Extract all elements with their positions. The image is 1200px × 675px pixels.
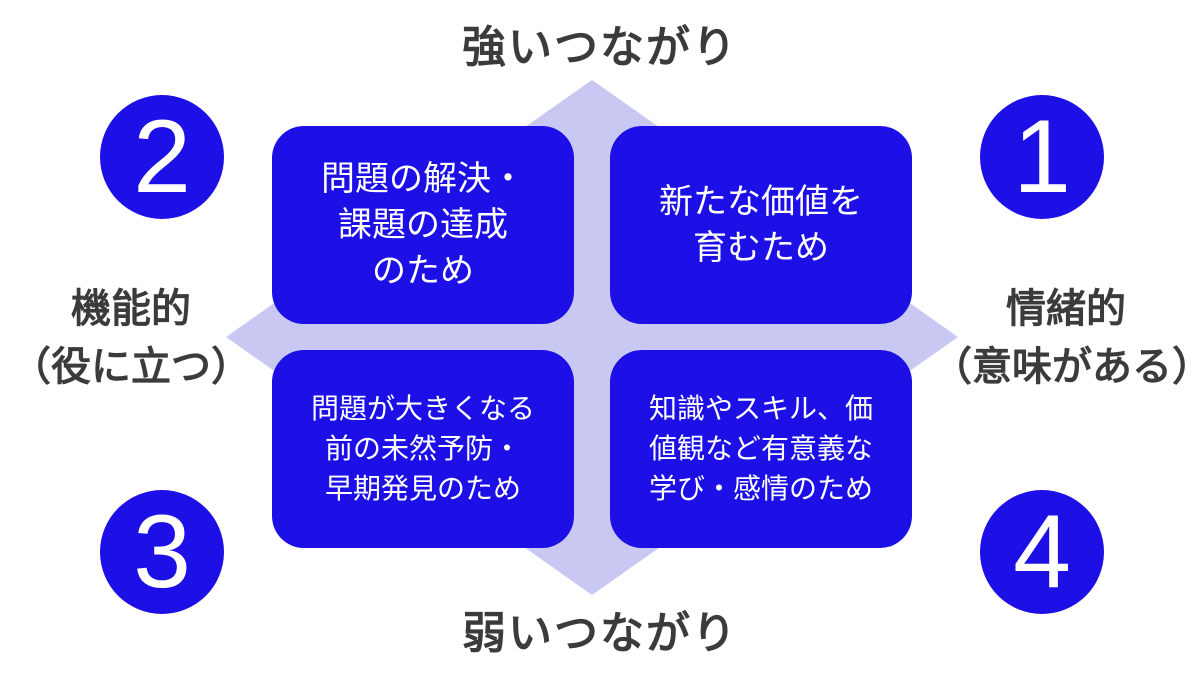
axis-label-functional-title: 機能的	[71, 286, 191, 332]
quadrant-box-2: 問題の解決・ 課題の達成 のため	[272, 126, 574, 324]
axis-label-strong-connection: 強いつながり	[462, 22, 738, 73]
quadrant-3-line-2: 前の未然予防・	[324, 432, 521, 465]
quadrant-1-line-1: 新たな価値を	[659, 182, 863, 222]
axis-label-emotional-subtitle: （意味がある）	[932, 344, 1200, 390]
quadrant-1-line-2: 育むため	[693, 228, 829, 268]
axis-label-functional: 機能的 （役に立つ）	[0, 280, 262, 396]
quadrant-number-2: 2	[100, 95, 224, 219]
quadrant-4-line-1: 知識やスキル、価	[648, 392, 873, 425]
quadrant-3-line-3: 早期発見のため	[324, 472, 521, 505]
quadrant-2-line-2: 課題の達成	[338, 205, 508, 245]
quadrant-box-4: 知識やスキル、価 値観など有意義な 学び・感情のため	[610, 350, 912, 548]
quadrant-2-line-1: 問題の解決・	[321, 159, 525, 199]
quadrant-2-line-3: のため	[372, 251, 474, 291]
quadrant-4-line-2: 値観など有意義な	[648, 432, 873, 465]
axis-label-weak-connection: 弱いつながり	[462, 608, 738, 659]
axis-label-emotional: 情緒的 （意味がある）	[932, 280, 1200, 396]
axis-label-emotional-title: 情緒的	[1006, 286, 1126, 332]
axis-label-functional-subtitle: （役に立つ）	[11, 344, 251, 390]
quadrant-number-1: 1	[980, 95, 1104, 219]
quadrant-4-line-3: 学び・感情のため	[648, 472, 873, 505]
quadrant-number-3: 3	[100, 490, 224, 614]
quadrant-3-line-1: 問題が大きくなる	[310, 392, 535, 425]
quadrant-box-1: 新たな価値を 育むため	[610, 126, 912, 324]
quadrant-number-4: 4	[980, 490, 1104, 614]
quadrant-box-3: 問題が大きくなる 前の未然予防・ 早期発見のため	[272, 350, 574, 548]
